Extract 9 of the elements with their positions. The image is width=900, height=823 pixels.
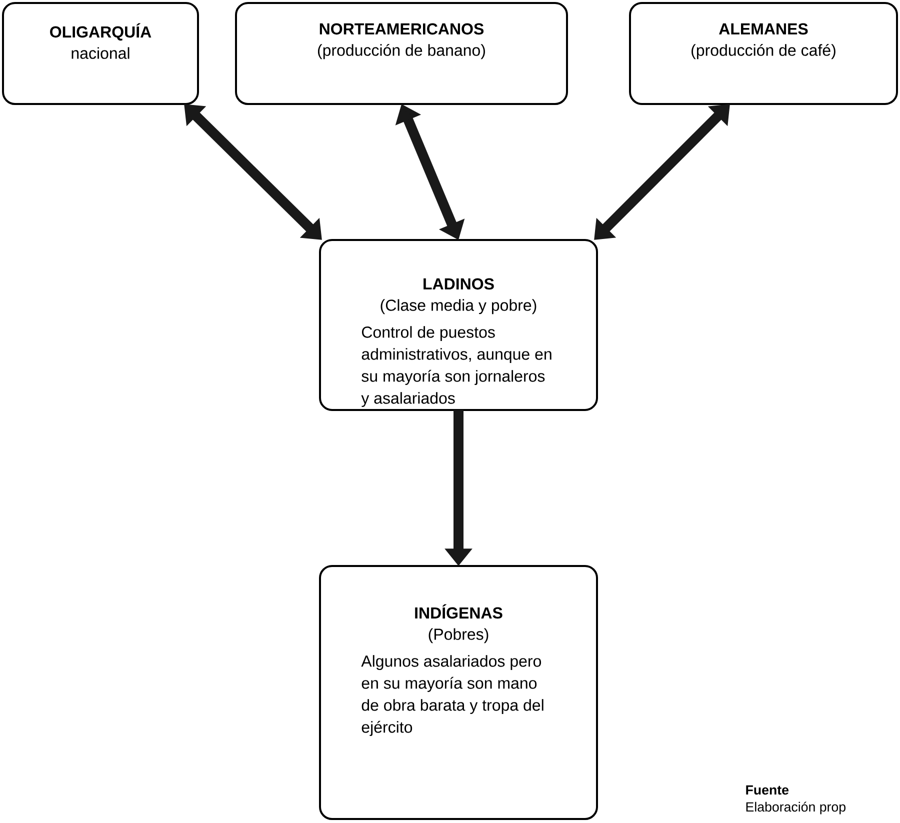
- box: LADINOS (Clase media y pobre) Control de puestos administrativos, aunque en su mayoría son jornaleros y asalariados: [319, 239, 598, 411]
- source-note: Fuente: [746, 785, 789, 795]
- arrow: [184, 104, 322, 240]
- box: INDÍGENAS (Pobres) Algunos asalariados pero en su mayoría son mano de obra barata y tropa del ejército: [319, 565, 598, 820]
- box: OLIGARQUÍA nacional: [2, 2, 199, 105]
- source-note: Elaboración prop: [746, 802, 846, 814]
- arrow: [594, 104, 730, 240]
- box: ALEMANES (producción de café): [629, 2, 898, 105]
- box: NORTEAMERICANOS (producción de banano): [235, 2, 568, 105]
